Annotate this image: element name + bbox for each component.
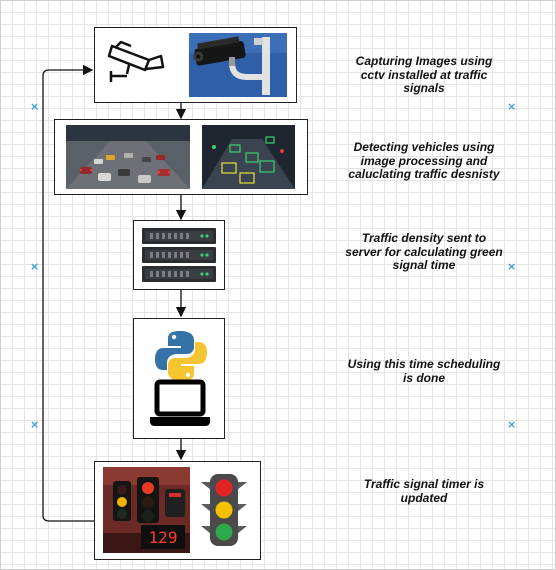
traffic-light-icon xyxy=(199,472,249,553)
server-step-box xyxy=(133,220,225,290)
update-step-box: 129 xyxy=(94,461,261,560)
capture-step-label: Capturing Images using cctv installed at… xyxy=(355,54,493,95)
cctv-outline-icon xyxy=(105,38,171,91)
selection-marker-icon: × xyxy=(30,260,40,273)
feedback-loop-arrow xyxy=(42,64,94,522)
signal-timer-photo-icon: 129 xyxy=(103,467,190,558)
detect-step-box xyxy=(54,119,308,195)
detect-step-label: Detecting vehicles using image processin… xyxy=(348,140,500,181)
selection-marker-icon: × xyxy=(507,100,517,113)
selection-marker-icon: × xyxy=(507,418,517,431)
schedule-step-box xyxy=(133,318,225,439)
selection-marker-icon: × xyxy=(30,100,40,113)
selection-marker-icon: × xyxy=(507,260,517,273)
schedule-step-label: Using this time scheduling is done xyxy=(347,357,501,385)
server-rack-icon xyxy=(142,227,216,288)
vehicle-detection-photo-icon xyxy=(202,125,295,194)
traffic-photo-icon xyxy=(66,125,190,194)
signal-timer-display: 129 xyxy=(149,528,178,547)
update-step-label: Traffic signal timer is updated xyxy=(363,477,485,505)
capture-step-box xyxy=(94,27,297,103)
cctv-camera-photo-icon xyxy=(189,33,287,102)
laptop-icon xyxy=(148,379,212,434)
server-step-label: Traffic density sent to server for calcu… xyxy=(345,231,503,272)
python-logo-icon xyxy=(154,329,208,388)
selection-marker-icon: × xyxy=(30,418,40,431)
